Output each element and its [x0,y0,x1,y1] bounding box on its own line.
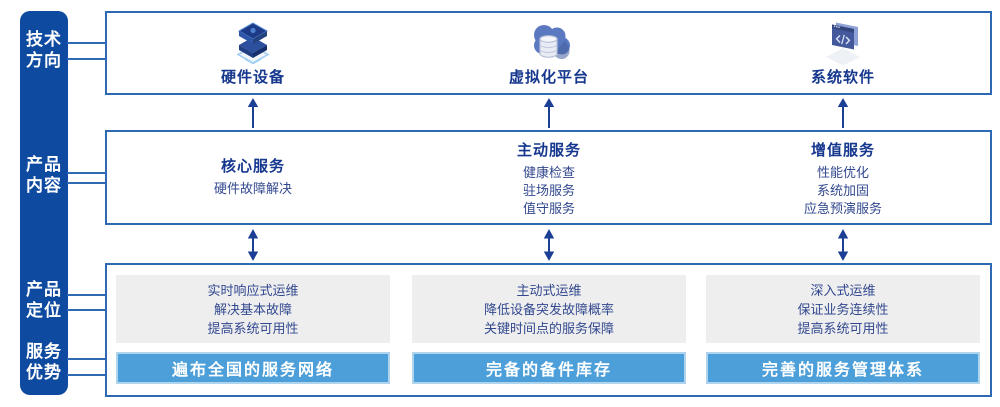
rail-label-line: 定位 [26,301,62,320]
rail-label-service-advantage: 服务 优势 [20,341,68,383]
connector-line [67,294,106,296]
tech-item-label: 系统软件 [810,69,875,86]
positioning-line: 提高系统可用性 [797,320,889,336]
tech-item-virtualization: 虚拟化平台 [412,13,686,93]
positioning-line: 关键时间点的服务保障 [483,320,614,336]
advantage-banner: 完备的备件库存 [412,352,686,384]
positioning-panel: 实时响应式运维 解决基本故障 提高系统可用性 [116,275,390,343]
rail-label-product-content: 产品 内容 [20,154,68,196]
double-arrow-icon [542,229,556,261]
positioning-line: 保证业务连续性 [797,301,889,317]
advantage-banner: 遍布全国的服务网络 [116,352,390,384]
connector-line [67,374,106,376]
positioning-panel: 深入式运维 保证业务连续性 提高系统可用性 [706,275,980,343]
service-item: 值守服务 [522,201,575,216]
positioning-line: 提高系统可用性 [207,320,299,336]
service-item: 健康检查 [522,165,575,180]
service-item: 性能优化 [816,165,869,180]
rail-label-line: 服务 [26,342,62,361]
positioning-column-proactive: 主动式运维 降低设备突发故障概率 关键时间点的服务保障 完备的备件库存 [412,265,686,395]
service-item: 系统加固 [816,183,869,198]
rail-label-line: 技术 [26,30,62,49]
rail-label-line: 产品 [26,280,62,299]
service-column-heading: 核心服务 [220,158,285,175]
positioning-line: 解决基本故障 [213,301,292,317]
tech-item-label: 硬件设备 [220,69,285,86]
connector-line [67,309,106,311]
tech-item-label: 虚拟化平台 [508,69,589,86]
service-item: 应急预演服务 [803,201,882,216]
connector-line [67,182,106,184]
up-arrow-icon [246,98,260,128]
tech-direction-box: 硬件设备 虚拟化平台 [105,11,992,95]
rail-label-product-positioning: 产品 定位 [20,279,68,321]
left-rail: 技术 方向 产品 内容 产品 定位 服务 优势 [20,11,68,395]
rail-label-line: 内容 [26,176,62,195]
positioning-panel: 主动式运维 降低设备突发故障概率 关键时间点的服务保障 [412,275,686,343]
connector-line [67,172,106,174]
service-column-heading: 增值服务 [810,142,875,159]
product-content-box: 核心服务 硬件故障解决 主动服务 健康检查 驻场服务 值守服务 增值服务 性能优… [105,130,992,225]
code-window-icon [819,17,867,65]
rail-label-tech-direction: 技术 方向 [20,29,68,71]
server-stack-icon [229,17,277,65]
rail-label-line: 优势 [26,363,62,382]
connector-line [67,42,106,44]
positioning-line: 降低设备突发故障概率 [483,301,614,317]
service-column-heading: 主动服务 [516,142,581,159]
cloud-database-icon [525,17,573,65]
double-arrow-icon [246,229,260,261]
service-item: 硬件故障解决 [213,181,292,196]
tech-item-hardware: 硬件设备 [116,13,390,93]
advantage-banner: 完善的服务管理体系 [706,352,980,384]
positioning-line: 实时响应式运维 [207,282,299,298]
up-arrow-icon [542,98,556,128]
double-arrow-icon [836,229,850,261]
service-column-value-added: 增值服务 性能优化 系统加固 应急预演服务 [706,132,980,223]
product-positioning-box: 实时响应式运维 解决基本故障 提高系统可用性 遍布全国的服务网络 主动式运维 降… [105,263,992,397]
positioning-line: 主动式运维 [516,282,582,298]
service-item: 驻场服务 [522,183,575,198]
connector-line [67,358,106,360]
positioning-column-realtime: 实时响应式运维 解决基本故障 提高系统可用性 遍布全国的服务网络 [116,265,390,395]
rail-label-line: 产品 [26,155,62,174]
service-column-core: 核心服务 硬件故障解决 [116,132,390,223]
rail-label-line: 方向 [26,51,62,70]
positioning-column-deep: 深入式运维 保证业务连续性 提高系统可用性 完善的服务管理体系 [706,265,980,395]
service-column-proactive: 主动服务 健康检查 驻场服务 值守服务 [412,132,686,223]
tech-item-system-software: 系统软件 [706,13,980,93]
connector-line [67,58,106,60]
up-arrow-icon [836,98,850,128]
positioning-line: 深入式运维 [810,282,876,298]
